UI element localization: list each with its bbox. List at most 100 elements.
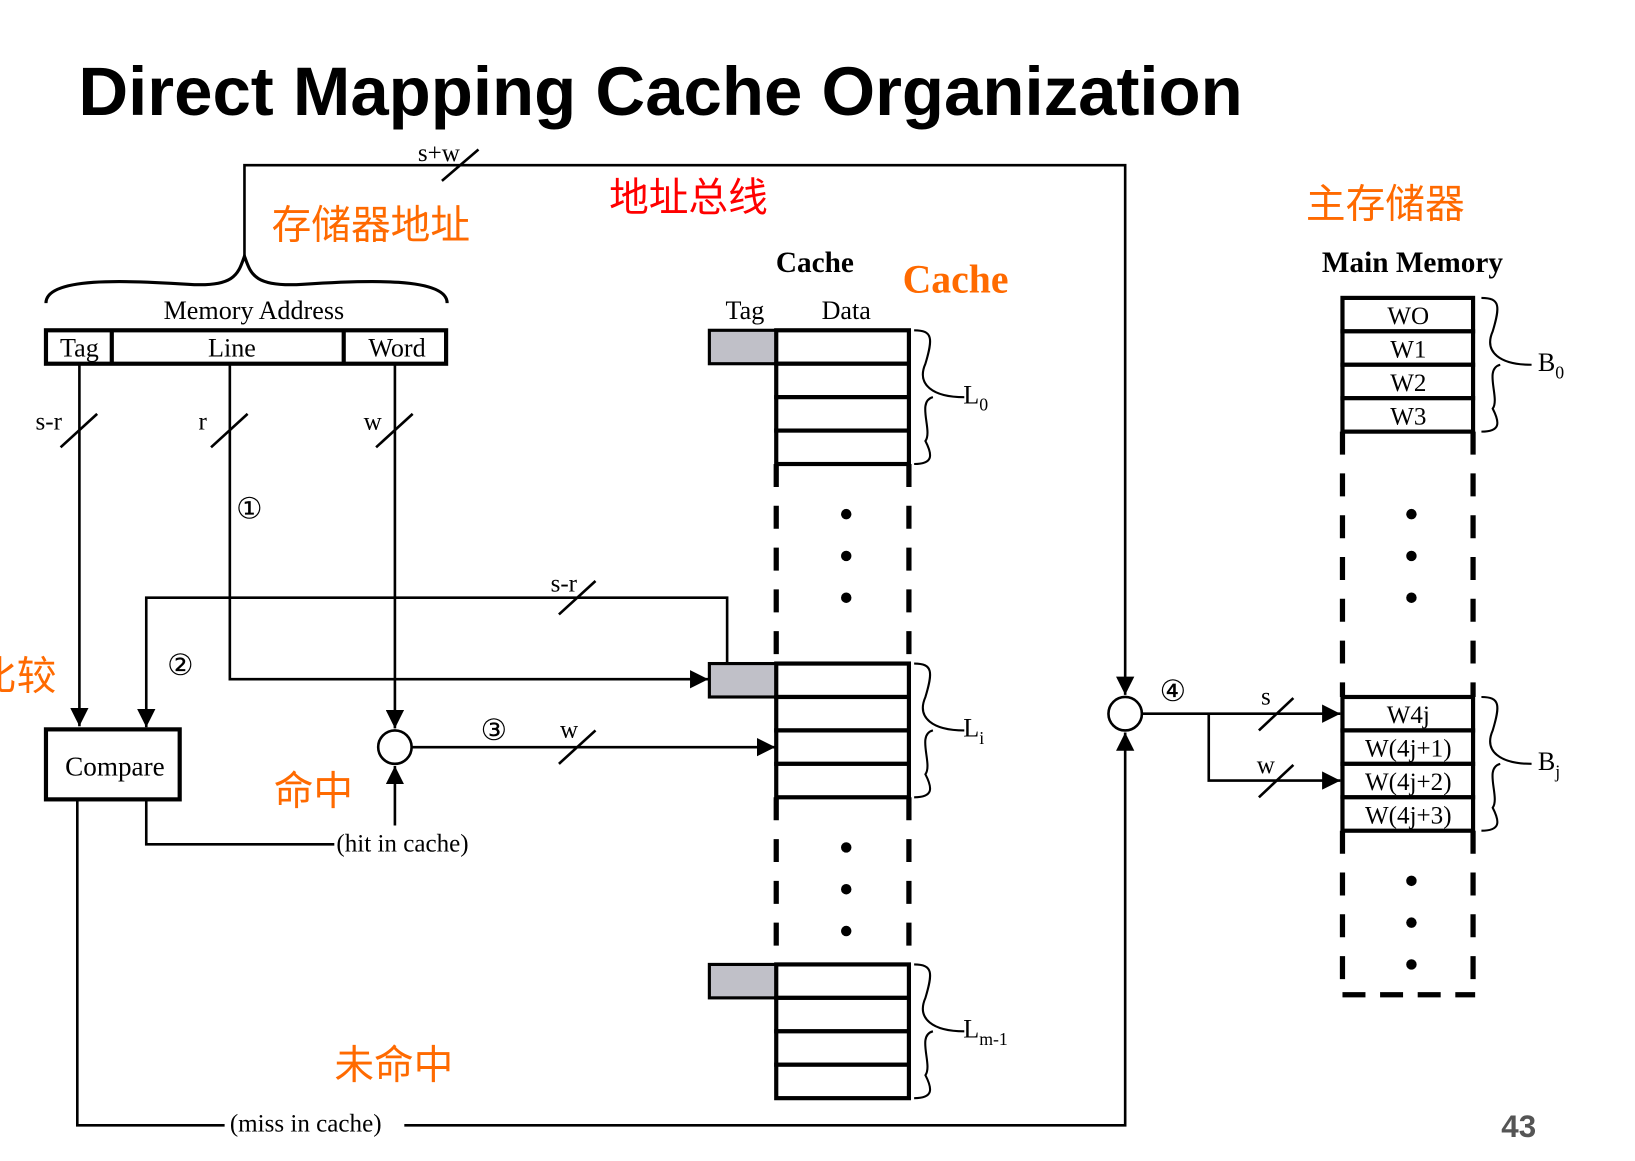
chinese-annotations: 存储器地址 地址总线 Cache 主存储器 比较 命中 未命中	[0, 175, 1465, 1088]
memory-block-label: B0	[1538, 348, 1564, 382]
cache-col-data: Data	[822, 296, 872, 325]
ellipsis-dot	[841, 925, 852, 937]
ellipsis-dot	[841, 592, 852, 603]
label-s-r: s-r	[36, 409, 63, 436]
memory-word-label: W1	[1390, 336, 1426, 363]
bus-slash	[441, 148, 480, 182]
memory-word-cell	[1340, 396, 1476, 434]
main-memory-cn: 主存储器	[1306, 181, 1465, 227]
cache-data-row	[774, 1062, 912, 1101]
label-w: w	[364, 409, 382, 436]
hit-cn: 命中	[274, 769, 353, 815]
cache-tag-cell	[707, 962, 778, 1000]
memory-word-label: W(4j+1)	[1365, 736, 1452, 763]
step-2: ②	[167, 650, 193, 682]
ellipsis-dot	[1406, 917, 1417, 928]
memory-word-label: W2	[1390, 370, 1426, 397]
memory-word-label: W3	[1390, 403, 1426, 430]
cache-data-row	[774, 1029, 912, 1067]
cache-tag-cell	[707, 328, 778, 366]
main-memory-header: Main Memory	[1322, 247, 1504, 279]
wires	[44, 148, 1341, 1127]
cache-header: Cache	[776, 247, 854, 279]
miss-label: (miss in cache)	[230, 1111, 382, 1138]
memory-word-cell	[1340, 329, 1476, 367]
cache-line-label: Li	[963, 714, 984, 748]
address-brace	[44, 251, 449, 304]
compare-cn: 比较	[0, 654, 56, 700]
memory-word-label: W(4j+2)	[1365, 769, 1452, 796]
label-s-plus-w: s+w	[418, 140, 460, 167]
memory-word-label: W(4j+3)	[1365, 802, 1452, 829]
cache-tag-wire	[137, 596, 729, 728]
ellipsis-dot	[841, 842, 852, 853]
ellipsis-dot	[1406, 550, 1417, 562]
cache-data-row	[774, 661, 912, 700]
ellipsis-dot	[841, 508, 852, 520]
memory-block-brace	[1481, 296, 1532, 433]
cache-line-brace	[914, 662, 965, 799]
address-register: Memory Address Tag Line Word	[43, 296, 449, 366]
cache-data-row	[774, 694, 912, 733]
cache-data-row	[774, 728, 912, 766]
cache-tag-cell	[707, 661, 778, 699]
field-line: Line	[208, 333, 256, 362]
label-r: r	[198, 409, 207, 436]
memory-w-wire	[1207, 713, 1341, 790]
address-bus-wire	[243, 163, 1135, 695]
label-w-3: w	[1257, 752, 1275, 779]
memory-word-label: WO	[1387, 303, 1429, 330]
label-s-r-2: s-r	[551, 570, 578, 597]
cache-data-row	[774, 761, 912, 800]
page-number: 43	[1501, 1109, 1536, 1144]
memory-address-label: Memory Address	[164, 296, 345, 325]
ellipsis-dot	[841, 883, 852, 895]
cache-data-row	[774, 395, 912, 433]
memory-block-brace	[1481, 695, 1532, 832]
memory-word-cell	[1340, 795, 1476, 833]
memory-word-label: W4j	[1387, 702, 1430, 729]
memory-block-label: Bj	[1538, 747, 1560, 781]
address-bus-cn: 地址总线	[609, 175, 768, 221]
wire-labels: s+w s-r r w s-r w s w ① ② ③ ④	[36, 140, 1275, 779]
miss-cn: 未命中	[334, 1042, 453, 1088]
cache-data-row	[774, 428, 912, 467]
label-s: s	[1261, 683, 1271, 710]
cache-line-brace	[914, 329, 965, 466]
cache-col-tag: Tag	[726, 296, 765, 325]
memory-word-cell	[1340, 362, 1476, 401]
word-select-node	[376, 729, 413, 766]
memory-node	[1107, 695, 1144, 732]
miss-wire	[76, 732, 1135, 1127]
field-tag: Tag	[60, 333, 99, 362]
ellipsis-dot	[1406, 592, 1417, 603]
ellipsis-dot	[1406, 959, 1417, 970]
cache-data-row	[774, 962, 912, 1000]
ellipsis-dot	[1406, 875, 1417, 887]
memory-word-cell	[1340, 295, 1476, 334]
cache-line-label: L0	[963, 380, 988, 414]
cache-line-label: Lm-1	[963, 1015, 1008, 1049]
field-word: Word	[368, 333, 425, 362]
cache-line-brace	[914, 963, 965, 1100]
cache-data-row	[774, 995, 912, 1034]
step-4: ④	[1160, 676, 1186, 708]
label-w-2: w	[560, 717, 578, 744]
step-1: ①	[236, 493, 262, 525]
compare-label: Compare	[65, 751, 165, 781]
cache-data-row	[774, 328, 912, 366]
step-3: ③	[481, 715, 507, 747]
line-wire	[228, 363, 709, 689]
ellipsis-dot	[841, 550, 852, 562]
hit-label: (hit in cache)	[336, 831, 468, 858]
ellipsis-dot	[1406, 508, 1417, 520]
compare-unit: Compare	[43, 727, 182, 802]
cache-data-row	[774, 361, 912, 400]
cache-en: Cache	[903, 258, 1009, 302]
slide-title: Direct Mapping Cache Organization	[78, 53, 1242, 130]
hit-wire	[144, 799, 335, 846]
memory-address-cn: 存储器地址	[272, 202, 470, 248]
